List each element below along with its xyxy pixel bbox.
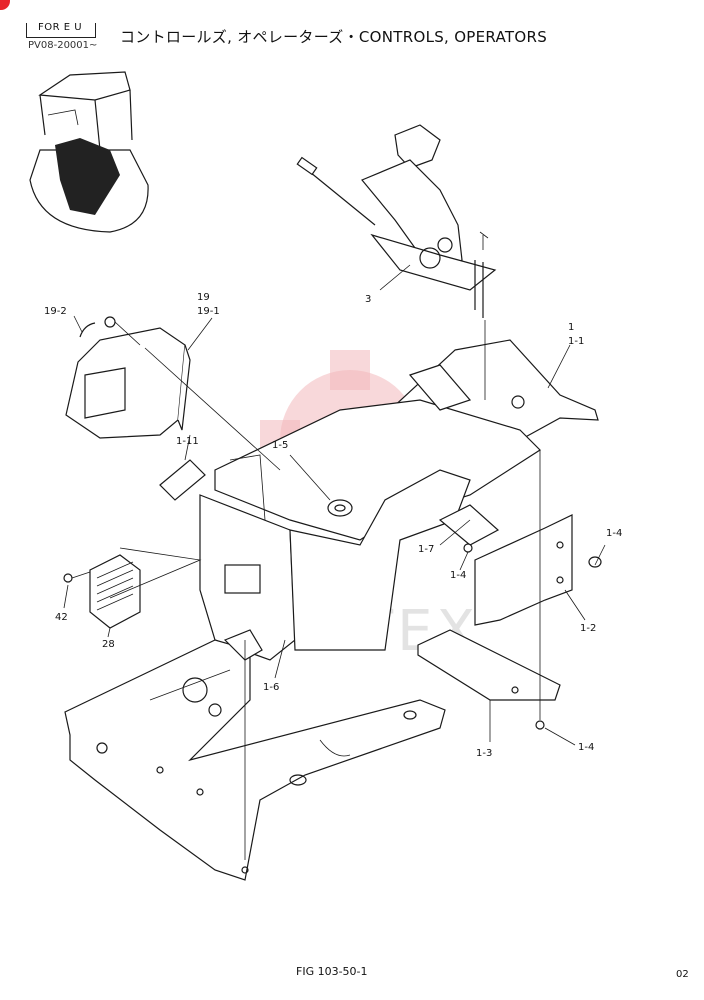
callout-1-7: 1-7 bbox=[418, 544, 434, 555]
callout-1-4-right: 1-4 bbox=[606, 528, 622, 539]
control-lever-assembly bbox=[296, 124, 497, 318]
corner-page-marker bbox=[0, 0, 10, 10]
side-plate-1-2 bbox=[474, 514, 602, 626]
callout-1-4-bottom: 1-4 bbox=[578, 742, 594, 753]
callout-19-1: 19-1 bbox=[197, 306, 220, 317]
callout-19-2: 19-2 bbox=[44, 306, 67, 317]
leader-lines bbox=[63, 264, 606, 860]
callout-19: 19 bbox=[197, 292, 210, 303]
callout-1-4-center: 1-4 bbox=[450, 570, 466, 581]
callout-1-2: 1-2 bbox=[580, 623, 596, 634]
floor-frame bbox=[64, 629, 446, 881]
region-label: FOR E U bbox=[38, 22, 83, 33]
louver-grille-28 bbox=[63, 554, 141, 629]
cover-bracket-19 bbox=[65, 316, 191, 439]
callout-1: 1 bbox=[568, 322, 574, 333]
floor-plate-1-3 bbox=[417, 629, 561, 730]
serial-range-label: PV08-20001~ bbox=[28, 40, 98, 51]
region-bracket bbox=[26, 23, 96, 38]
callout-28: 28 bbox=[102, 639, 115, 650]
callout-42: 42 bbox=[55, 612, 68, 623]
callout-1-11: 1-11 bbox=[176, 436, 199, 447]
callout-1-3: 1-3 bbox=[476, 748, 492, 759]
callout-1-1: 1-1 bbox=[568, 336, 584, 347]
callout-3: 3 bbox=[365, 294, 371, 305]
figure-number: FIG 103-50-1 bbox=[296, 965, 368, 978]
page-title: コントロールズ, オペレーターズ・CONTROLS, OPERATORS bbox=[120, 28, 548, 46]
machine-thumbnail bbox=[29, 71, 149, 233]
page-number: 02 bbox=[676, 969, 689, 980]
small-plates bbox=[159, 459, 500, 553]
callout-1-6: 1-6 bbox=[263, 682, 279, 693]
callout-1-5: 1-5 bbox=[272, 440, 288, 451]
seat-base-frame bbox=[199, 339, 599, 661]
